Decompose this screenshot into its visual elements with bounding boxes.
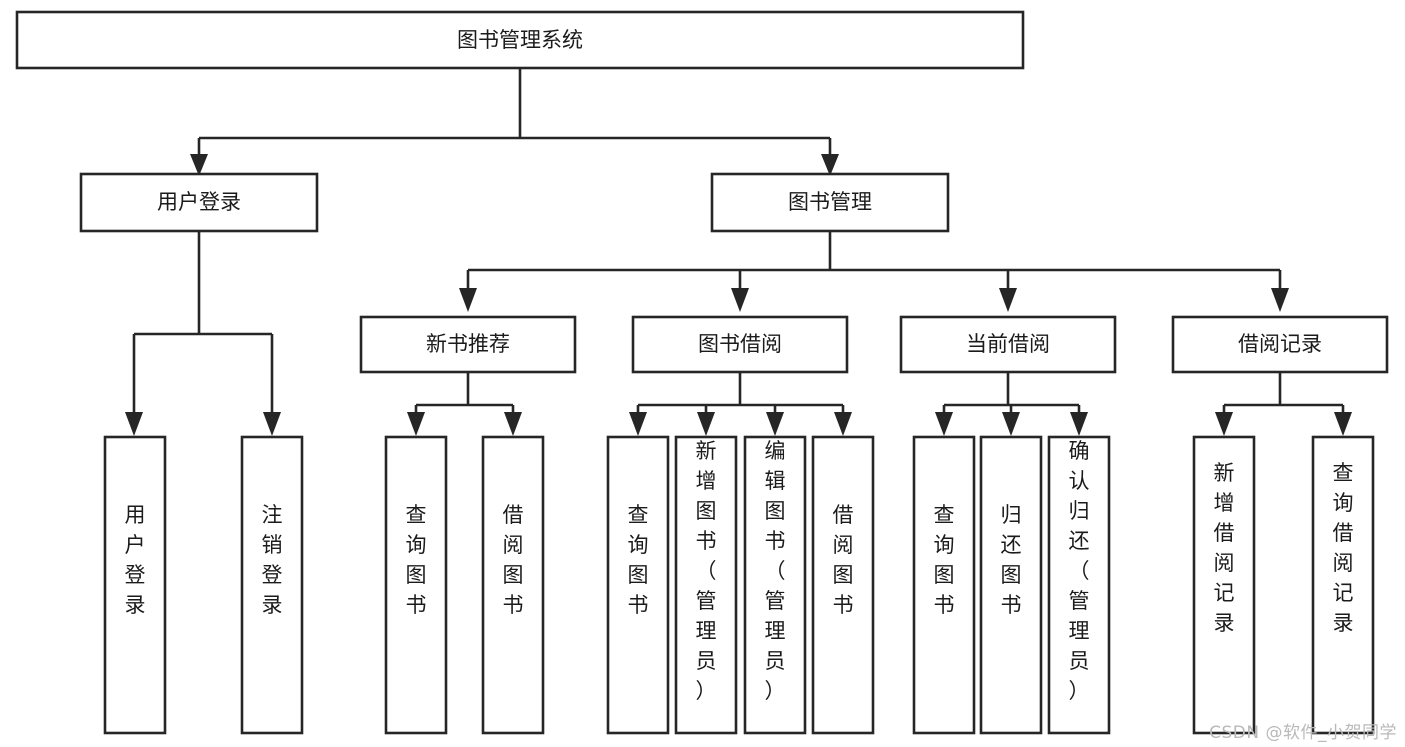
node-leaf-user-login-label: 用户登录	[125, 503, 146, 617]
node-book-manage[interactable]: 图书管理	[710, 172, 950, 233]
node-leaf-confirm-return-box[interactable]	[1047, 435, 1111, 735]
node-new-book-rec[interactable]: 新书推荐	[359, 315, 577, 374]
node-book-borrow-label: 图书借阅	[698, 332, 782, 356]
node-book-borrow-box[interactable]	[631, 315, 849, 374]
arrow-head-new-book-rec	[459, 288, 477, 312]
node-leaf-borrow-book-a-label: 借阅图书	[503, 503, 524, 617]
node-leaf-query-record[interactable]: 查询借阅记录	[1311, 435, 1375, 735]
node-leaf-query-book-c[interactable]: 查询图书	[912, 435, 976, 735]
arrow-head-current-borrow	[999, 288, 1017, 312]
arrow-head-leaf-add-book	[697, 412, 715, 436]
arrow-head-user-login	[190, 154, 208, 176]
node-leaf-add-book-label: 新增图书（管理员）	[696, 439, 717, 703]
node-book-manage-label: 图书管理	[788, 190, 872, 214]
node-current-borrow-box[interactable]	[899, 315, 1117, 374]
node-leaf-logout-label: 注销登录	[262, 503, 283, 617]
arrow-head-leaf-borrow-book-b	[834, 412, 852, 436]
node-root-box[interactable]	[15, 10, 1025, 70]
edge-layer	[125, 68, 1352, 436]
node-leaf-query-record-label: 查询借阅记录	[1333, 461, 1354, 635]
node-leaf-query-book-b[interactable]: 查询图书	[606, 435, 670, 735]
node-leaf-add-record[interactable]: 新增借阅记录	[1192, 435, 1256, 735]
node-current-borrow[interactable]: 当前借阅	[899, 315, 1117, 374]
arrow-head-borrow-record	[1271, 288, 1289, 312]
watermark-text: CSDN @软件_小贺同学	[1209, 723, 1397, 743]
node-leaf-query-record-box[interactable]	[1311, 435, 1375, 735]
node-leaf-return-book-label: 归还图书	[1001, 503, 1022, 617]
node-borrow-record[interactable]: 借阅记录	[1171, 315, 1389, 374]
node-leaf-borrow-book-b-label: 借阅图书	[833, 503, 854, 617]
node-leaf-query-book-a[interactable]: 查询图书	[384, 435, 448, 735]
arrow-head-leaf-borrow-book-a	[504, 412, 522, 436]
arrow-head-leaf-edit-book	[766, 412, 784, 436]
node-leaf-user-login-box[interactable]	[103, 435, 167, 735]
node-leaf-query-book-a-box[interactable]	[384, 435, 448, 735]
node-leaf-query-book-b-box[interactable]	[606, 435, 670, 735]
node-leaf-edit-book[interactable]: 编辑图书（管理员）	[743, 435, 807, 735]
arrow-head-leaf-user-login	[125, 412, 143, 436]
node-leaf-add-book-box[interactable]	[674, 435, 738, 735]
node-leaf-add-book[interactable]: 新增图书（管理员）	[674, 435, 738, 735]
node-leaf-return-book-box[interactable]	[979, 435, 1043, 735]
node-book-manage-box[interactable]	[710, 172, 950, 233]
node-leaf-add-record-box[interactable]	[1192, 435, 1256, 735]
arrow-head-leaf-query-record	[1334, 412, 1352, 436]
node-root[interactable]: 图书管理系统	[15, 10, 1025, 70]
node-leaf-query-book-c-box[interactable]	[912, 435, 976, 735]
node-new-book-rec-label: 新书推荐	[426, 332, 510, 356]
node-root-label: 图书管理系统	[457, 28, 583, 52]
node-leaf-logout[interactable]: 注销登录	[240, 435, 304, 735]
node-leaf-query-book-c-label: 查询图书	[934, 503, 955, 617]
node-leaf-query-book-a-label: 查询图书	[406, 503, 427, 617]
arrow-head-book-borrow	[731, 288, 749, 312]
node-leaf-edit-book-box[interactable]	[743, 435, 807, 735]
arrow-head-leaf-query-book-b	[629, 412, 647, 436]
node-borrow-record-label: 借阅记录	[1238, 332, 1322, 356]
node-leaf-borrow-book-a[interactable]: 借阅图书	[481, 435, 545, 735]
node-leaf-borrow-book-b-box[interactable]	[811, 435, 875, 735]
arrow-head-leaf-confirm-return	[1070, 412, 1088, 436]
node-leaf-logout-box[interactable]	[240, 435, 304, 735]
node-leaf-borrow-book-a-box[interactable]	[481, 435, 545, 735]
node-leaf-return-book[interactable]: 归还图书	[979, 435, 1043, 735]
node-user-login[interactable]: 用户登录	[79, 172, 319, 233]
node-new-book-rec-box[interactable]	[359, 315, 577, 374]
arrow-head-leaf-return-book	[1002, 412, 1020, 436]
arrow-head-book-manage	[821, 154, 839, 176]
node-borrow-record-box[interactable]	[1171, 315, 1389, 374]
node-current-borrow-label: 当前借阅	[966, 332, 1050, 356]
node-leaf-add-record-label: 新增借阅记录	[1214, 461, 1235, 635]
node-leaf-confirm-return-label: 确认归还（管理员）	[1069, 439, 1090, 703]
arrow-head-leaf-query-book-a	[407, 412, 425, 436]
node-leaf-borrow-book-b[interactable]: 借阅图书	[811, 435, 875, 735]
node-user-login-box[interactable]	[79, 172, 319, 233]
arrow-head-leaf-logout	[263, 412, 281, 436]
arrow-head-leaf-query-book-c	[935, 412, 953, 436]
node-leaf-user-login[interactable]: 用户登录	[103, 435, 167, 735]
node-user-login-label: 用户登录	[157, 190, 241, 214]
node-leaf-query-book-b-label: 查询图书	[628, 503, 649, 617]
node-leaf-confirm-return[interactable]: 确认归还（管理员）	[1047, 435, 1111, 735]
node-book-borrow[interactable]: 图书借阅	[631, 315, 849, 374]
node-layer: 图书管理系统 用户登录 图书管理 新书推荐 图书借阅	[15, 10, 1389, 735]
node-leaf-edit-book-label: 编辑图书（管理员）	[765, 439, 786, 703]
arrow-head-leaf-add-record	[1215, 412, 1233, 436]
